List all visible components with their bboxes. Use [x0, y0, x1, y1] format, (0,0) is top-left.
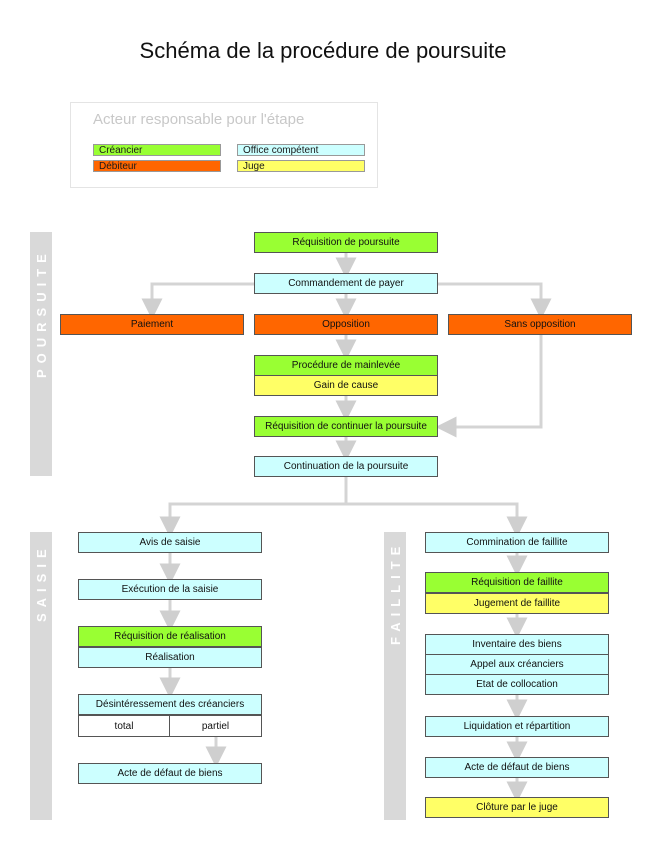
section-label-poursuite: POURSUITE	[34, 248, 49, 378]
sidebar-saisie: SAISIE	[30, 532, 52, 820]
step-acte-defaut-faillite: Acte de défaut de biens	[425, 757, 609, 778]
step-partiel: partiel	[169, 715, 262, 737]
step-realisation: Réalisation	[78, 647, 262, 668]
legend-office: Office compétent	[237, 144, 365, 156]
step-inventaire: Inventaire des biens	[425, 634, 609, 655]
step-liquidation: Liquidation et répartition	[425, 716, 609, 737]
step-requisition-realisation: Réquisition de réalisation	[78, 626, 262, 647]
legend-title: Acteur responsable pour l'étape	[93, 111, 305, 128]
step-paiement: Paiement	[60, 314, 244, 335]
step-cloture: Clôture par le juge	[425, 797, 609, 818]
step-opposition: Opposition	[254, 314, 438, 335]
step-appel: Appel aux créanciers	[425, 654, 609, 675]
legend: Acteur responsable pour l'étape Créancie…	[70, 102, 378, 188]
step-continuation: Continuation de la poursuite	[254, 456, 438, 477]
step-commandement: Commandement de payer	[254, 273, 438, 294]
step-requisition-poursuite: Réquisition de poursuite	[254, 232, 438, 253]
legend-debiteur: Débiteur	[93, 160, 221, 172]
step-mainlevee: Procédure de mainlevée	[254, 355, 438, 376]
step-sans-opposition: Sans opposition	[448, 314, 632, 335]
page-title: Schéma de la procédure de poursuite	[139, 38, 507, 63]
step-etat-collocation: Etat de collocation	[425, 674, 609, 695]
step-desinteressement: Désintéressement des créanciers	[78, 694, 262, 715]
section-label-faillite: FAILLITE	[388, 540, 403, 646]
sidebar-faillite: FAILLITE	[384, 532, 406, 820]
sidebar-poursuite: POURSUITE	[30, 232, 52, 476]
step-acte-defaut-saisie: Acte de défaut de biens	[78, 763, 262, 784]
legend-creancier: Créancier	[93, 144, 221, 156]
step-avis-saisie: Avis de saisie	[78, 532, 262, 553]
step-execution-saisie: Exécution de la saisie	[78, 579, 262, 600]
step-total: total	[78, 715, 170, 737]
section-label-saisie: SAISIE	[34, 543, 49, 623]
step-jugement-faillite: Jugement de faillite	[425, 593, 609, 614]
legend-juge: Juge	[237, 160, 365, 172]
step-requisition-faillite: Réquisition de faillite	[425, 572, 609, 593]
step-requisition-continuer: Réquisition de continuer la poursuite	[254, 416, 438, 437]
step-gain-de-cause: Gain de cause	[254, 375, 438, 396]
step-commination: Commination de faillite	[425, 532, 609, 553]
